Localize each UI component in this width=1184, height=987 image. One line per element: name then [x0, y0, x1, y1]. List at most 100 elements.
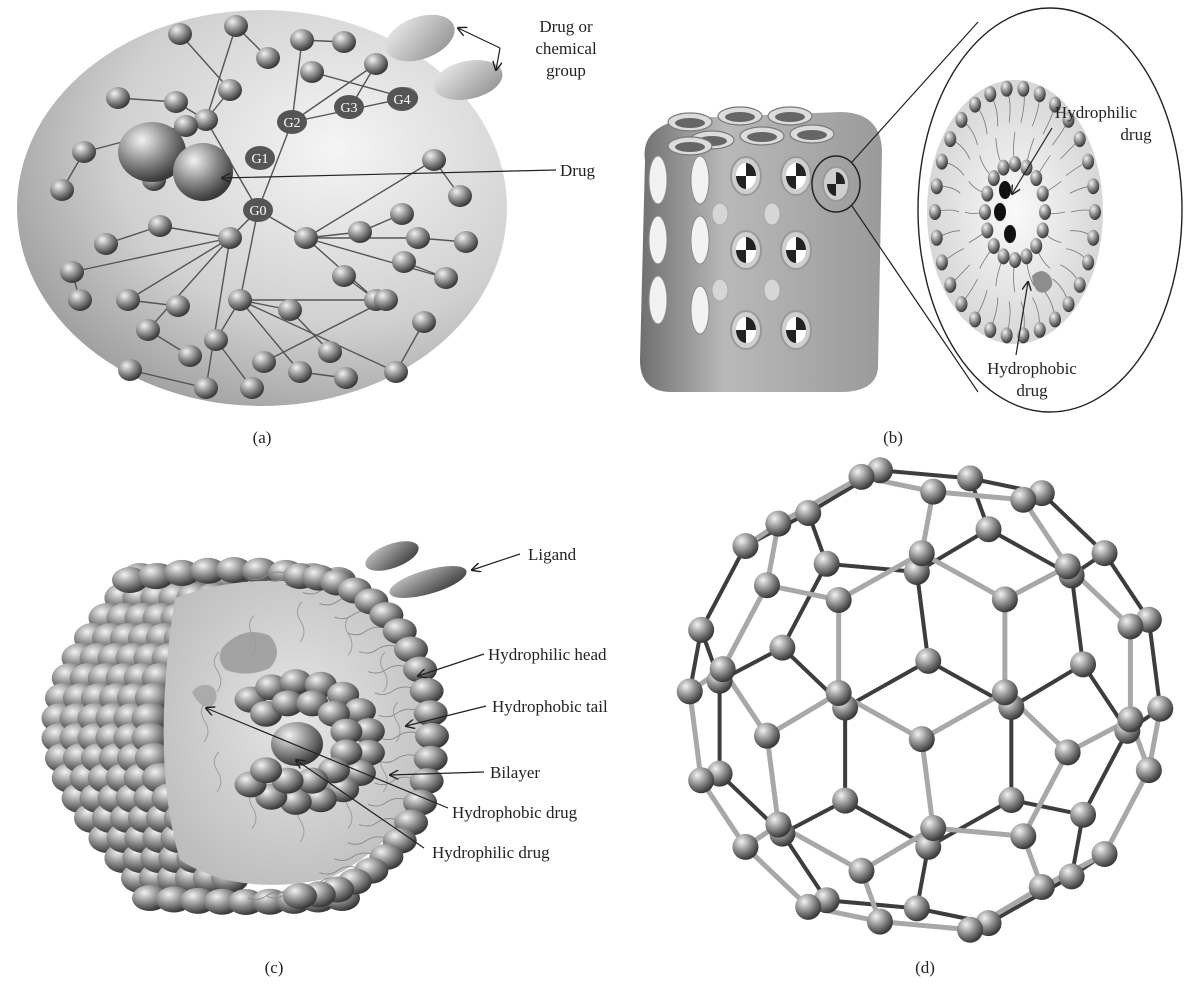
micelle-head-inner	[1039, 204, 1051, 220]
micelle-head-outer	[1082, 254, 1094, 270]
micelle-head-inner	[1037, 186, 1049, 202]
dendrimer-node	[228, 289, 252, 311]
fullerene-atom	[814, 551, 840, 577]
small-side-hole	[764, 203, 780, 225]
dendrimer-node	[294, 227, 318, 249]
dendrimer-terminal-ball	[318, 341, 342, 363]
top-tube-hole	[775, 112, 805, 122]
micelle-head-inner	[979, 204, 991, 220]
side-hole	[649, 216, 667, 264]
label-group: group	[546, 61, 586, 80]
label-hydrophobic-drug: drug	[1016, 381, 1048, 400]
label-chemical: chemical	[535, 39, 597, 58]
dendrimer-terminal-ball	[118, 359, 142, 381]
panel-c-liposome: Ligand Hydrophilic head Hydrophobic tail…	[41, 535, 608, 977]
fullerene-bond	[1072, 575, 1083, 664]
fullerene-atom	[976, 516, 1002, 542]
side-hole	[649, 276, 667, 324]
drug-molecule-front	[173, 143, 233, 201]
micelle-head-outer	[929, 204, 941, 220]
fullerene-atom	[1059, 863, 1085, 889]
fullerene-atom	[920, 815, 946, 841]
fullerene-bond	[922, 739, 933, 828]
dendrimer-terminal-ball	[334, 367, 358, 389]
panel-a-dendrimer: G0 G1 G2 G3 G4 Drug or chemical group Dr…	[17, 6, 597, 447]
dendrimer-terminal-ball	[240, 377, 264, 399]
caption-c: (c)	[265, 958, 284, 977]
dendrimer-terminal-ball	[204, 329, 228, 351]
micelle-head-outer	[936, 254, 948, 270]
hydrophilic-drug-dot-3	[1004, 225, 1016, 243]
dendrimer-terminal-ball	[50, 179, 74, 201]
liposome-rim-head	[410, 678, 444, 704]
fullerene-bond	[690, 691, 701, 780]
hydrophilic-drug-center	[271, 722, 323, 766]
micelle-head-outer	[931, 178, 943, 194]
label-drug: Drug	[560, 161, 595, 180]
dendrimer-terminal-ball	[256, 47, 280, 69]
dendrimer-terminal-ball	[252, 351, 276, 373]
fullerene-bond	[782, 564, 826, 648]
dendrimer-terminal-ball	[384, 361, 408, 383]
fullerene-atom	[1136, 757, 1162, 783]
micelle-head-outer	[1001, 327, 1013, 343]
dendrimer-terminal-ball	[116, 289, 140, 311]
side-hole	[691, 216, 709, 264]
small-side-hole	[712, 203, 728, 225]
micelle-head-inner	[1030, 170, 1042, 186]
fullerene-atom	[1092, 841, 1118, 867]
micelle-head-outer	[969, 97, 981, 113]
fullerene-bond	[880, 470, 970, 478]
panel-b-porous-block: Hydrophilic drug Hydrophobic drug (b)	[640, 8, 1182, 447]
micelle-head-outer	[1074, 277, 1086, 293]
small-side-hole	[712, 279, 728, 301]
gen-label-g3: G3	[340, 101, 357, 116]
micelle-head-inner	[981, 186, 993, 202]
top-tube-hole	[675, 142, 705, 152]
micelle-head-inner	[998, 160, 1010, 176]
dendrimer-terminal-ball	[454, 231, 478, 253]
fullerene-atom	[992, 586, 1018, 612]
fullerene-atom	[832, 788, 858, 814]
dendrimer-terminal-ball	[290, 29, 314, 51]
label-ligand: Ligand	[528, 545, 577, 564]
dendrimer-terminal-ball	[406, 227, 430, 249]
side-hole	[691, 286, 709, 334]
fullerene-atom	[1070, 651, 1096, 677]
fullerene-atom	[909, 540, 935, 566]
fullerene-atom	[754, 723, 780, 749]
micelle-head-inner	[1037, 222, 1049, 238]
micelle-head-outer	[944, 277, 956, 293]
micelle-head-inner	[988, 170, 1000, 186]
dendrimer-terminal-ball	[72, 141, 96, 163]
label-hydrophobic-tail: Hydrophobic tail	[492, 697, 608, 716]
micelle-head-outer	[969, 311, 981, 327]
fullerene-atom	[998, 787, 1024, 813]
micelle-head-outer	[1082, 154, 1094, 170]
dendrimer-terminal-ball	[136, 319, 160, 341]
fullerene-bonds	[690, 470, 1161, 929]
micelle-head-outer	[931, 230, 943, 246]
label-bilayer: Bilayer	[490, 763, 540, 782]
fullerene-atom	[1010, 487, 1036, 513]
dendrimer-terminal-ball	[164, 91, 188, 113]
fullerene-atom	[769, 635, 795, 661]
fullerene-atom	[1092, 540, 1118, 566]
micelle-head-outer	[1063, 296, 1075, 312]
small-side-hole	[764, 279, 780, 301]
micelle-head-outer	[984, 86, 996, 102]
dendrimer-terminal-ball	[332, 265, 356, 287]
liposome-rim-head	[414, 746, 448, 772]
caption-d: (d)	[915, 958, 935, 977]
fullerene-atom	[920, 479, 946, 505]
label-hydrophilic: Hydrophilic	[1055, 103, 1138, 122]
liposome-rim-head	[415, 723, 449, 749]
dendrimer-terminal-ball	[348, 221, 372, 243]
gen-label-g1: G1	[251, 152, 268, 167]
dendrimer-terminal-ball	[148, 215, 172, 237]
top-tube-hole	[675, 118, 705, 128]
label-hydrophobic-drug-c: Hydrophobic drug	[452, 803, 578, 822]
gen-label-g4: G4	[393, 93, 410, 108]
micelle-head-outer	[1017, 81, 1029, 97]
label-hydrophilic-head: Hydrophilic head	[488, 645, 607, 664]
